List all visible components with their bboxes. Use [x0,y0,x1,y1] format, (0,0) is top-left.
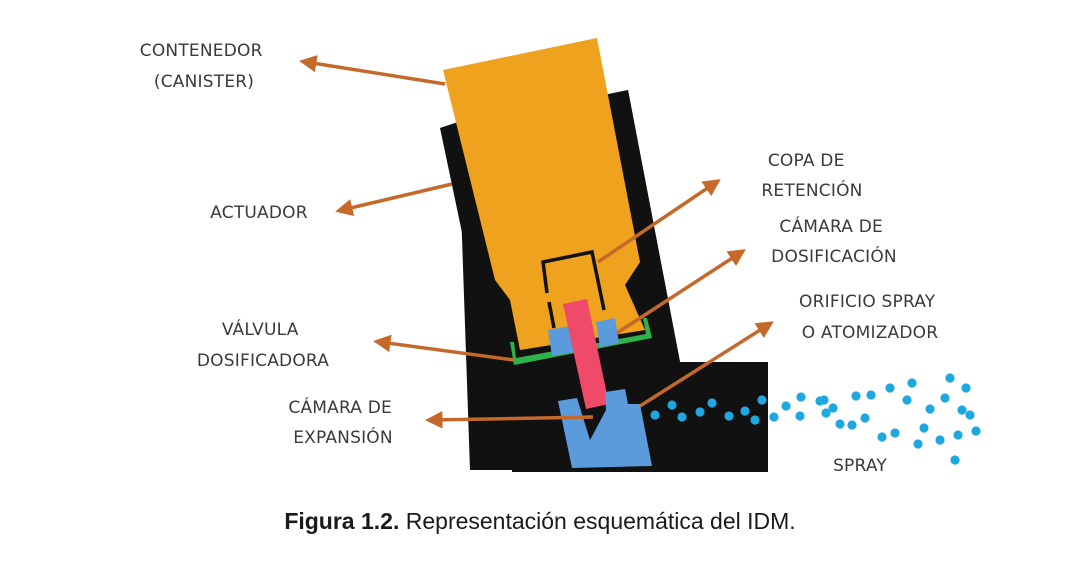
label-metering-valve-line1: VÁLVULA [222,318,299,340]
spray-droplets [650,373,981,465]
label-expansion-chamber-line2: EXPANSIÓN [293,426,393,448]
label-retention-cup-line2: RETENCIÓN [761,179,862,201]
label-expansion-chamber-line1: CÁMARA DE [288,396,392,418]
label-spray-orifice-line2: O ATOMIZADOR [802,323,939,343]
spray-droplet [961,383,971,393]
label-retention-cup: COPA DE RETENCIÓN [761,151,862,201]
arrow-canister [299,54,446,86]
label-metering-valve-line2: DOSIFICADORA [197,351,329,371]
spray-droplet [877,432,887,442]
label-actuator-line1: ACTUADOR [210,203,308,223]
spray-droplet [695,407,705,417]
spray-droplet [907,378,917,388]
spray-droplet [847,420,857,430]
spray-droplet [925,404,935,414]
spray-droplet [953,430,963,440]
spray-droplet [740,406,750,416]
spray-droplet [677,412,687,422]
retention-cup-left [547,301,556,329]
spray-droplet [835,419,845,429]
label-expansion-chamber: CÁMARA DE EXPANSIÓN [288,396,397,448]
spray-droplet [945,373,955,383]
spray-droplet [885,383,895,393]
spray-droplet [866,390,876,400]
spray-droplet [821,408,831,418]
label-actuator: ACTUADOR [210,203,308,223]
spray-droplet [819,395,829,405]
spray-droplet [940,393,950,403]
arrow-spray-orifice [639,321,774,408]
retention-cup [541,249,606,311]
spray-droplet [950,455,960,465]
label-metering-valve: VÁLVULA DOSIFICADORA [197,318,329,371]
valve-stem [563,299,609,409]
spray-droplet [750,415,760,425]
arrow-retention-cup [597,179,721,264]
arrow-actuator [335,182,453,217]
valve-seal [510,318,652,365]
spray-droplet [919,423,929,433]
spray-droplet [890,428,900,438]
spray-droplet [971,426,981,436]
figure-caption-text: Representación esquemática del IDM. [399,508,796,534]
spray-droplet [781,401,791,411]
figure-number: Figura 1.2. [284,508,400,534]
label-metering-chamber-line2: DOSIFICACIÓN [771,245,897,267]
spray-droplet [650,410,660,420]
label-metering-chamber-line1: CÁMARA DE [779,215,883,237]
spray-droplet [769,412,779,422]
arrow-expansion-chamber [425,411,594,429]
spray-droplet [757,395,767,405]
metering-chamber-right [596,318,619,347]
spray-droplet [828,403,838,413]
label-spray: SPRAY [833,456,887,476]
spray-droplet [913,439,923,449]
label-spray-line1: SPRAY [833,456,887,476]
arrow-metering-valve [373,334,515,362]
arrows [299,54,774,429]
spray-droplet [851,391,861,401]
spray-droplet [957,405,967,415]
spray-droplet [860,413,870,423]
spray-droplet [796,392,806,402]
spray-droplet [724,411,734,421]
label-metering-chamber: CÁMARA DE DOSIFICACIÓN [771,215,897,267]
label-canister: CONTENEDOR (CANISTER) [140,41,268,92]
expansion-chamber [558,389,652,468]
label-canister-line2: (CANISTER) [154,72,254,92]
label-spray-orifice: ORIFICIO SPRAY O ATOMIZADOR [799,292,941,343]
spray-droplet [795,411,805,421]
metering-chamber-left [548,326,574,356]
spray-droplet [667,400,677,410]
spray-droplet [707,398,717,408]
spray-droplet [902,395,912,405]
label-retention-cup-line1: COPA DE [768,151,845,171]
arrow-metering-chamber [616,249,746,335]
label-spray-orifice-line1: ORIFICIO SPRAY [799,292,936,312]
spray-droplet [965,410,975,420]
label-canister-line1: CONTENEDOR [140,41,263,61]
spray-droplet [935,435,945,445]
figure-caption: Figura 1.2. Representación esquemática d… [0,508,1080,535]
